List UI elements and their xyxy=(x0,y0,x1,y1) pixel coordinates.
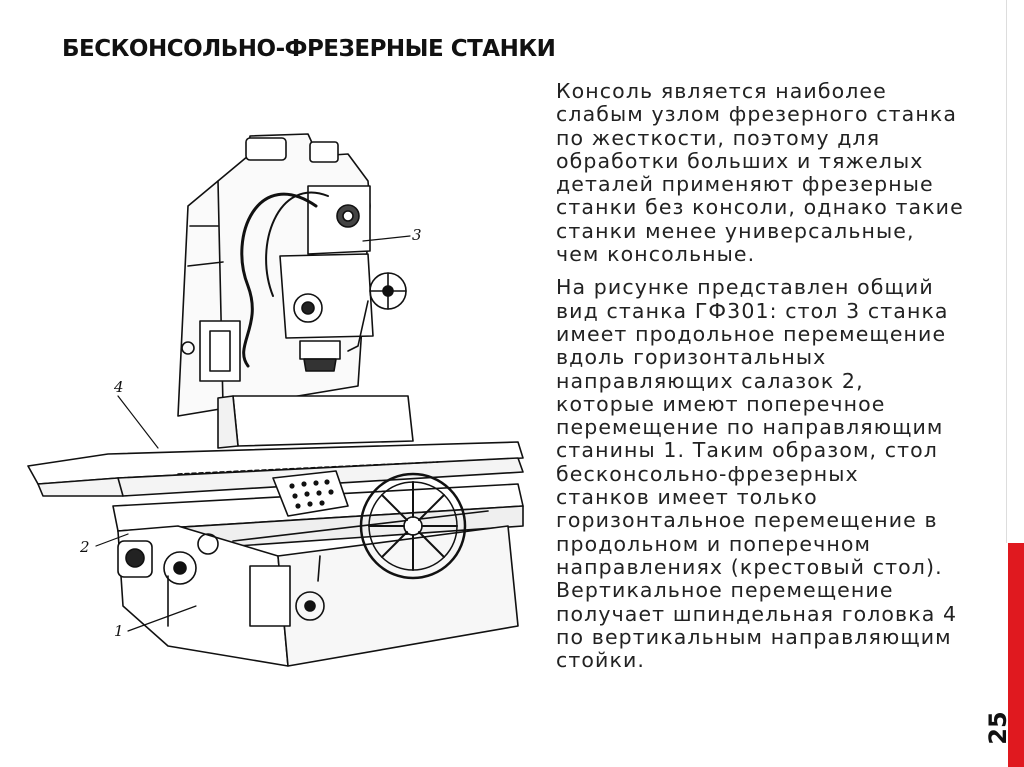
right-edge-divider xyxy=(1006,0,1007,543)
paragraph-intro: Консоль является наиболее слабым узлом ф… xyxy=(556,79,964,267)
paragraph-description: На рисунке представлен общий вид станка … xyxy=(556,275,958,673)
machine-figure: 4 2 1 3 xyxy=(18,86,558,686)
page-number: 25 xyxy=(984,711,1012,745)
accent-bar xyxy=(1008,543,1024,767)
callout-label-3: 4 xyxy=(113,378,124,396)
milling-machine-drawing: 4 2 1 3 xyxy=(27,133,524,667)
callout-label-1: 1 xyxy=(114,622,124,640)
body-text: Консоль является наиболее слабым узлом ф… xyxy=(556,79,996,682)
callout-label-4: 3 xyxy=(412,226,422,244)
slide-title: Бесконсольно-фрезерные станки xyxy=(62,36,556,62)
callout-label-2: 2 xyxy=(79,538,90,556)
